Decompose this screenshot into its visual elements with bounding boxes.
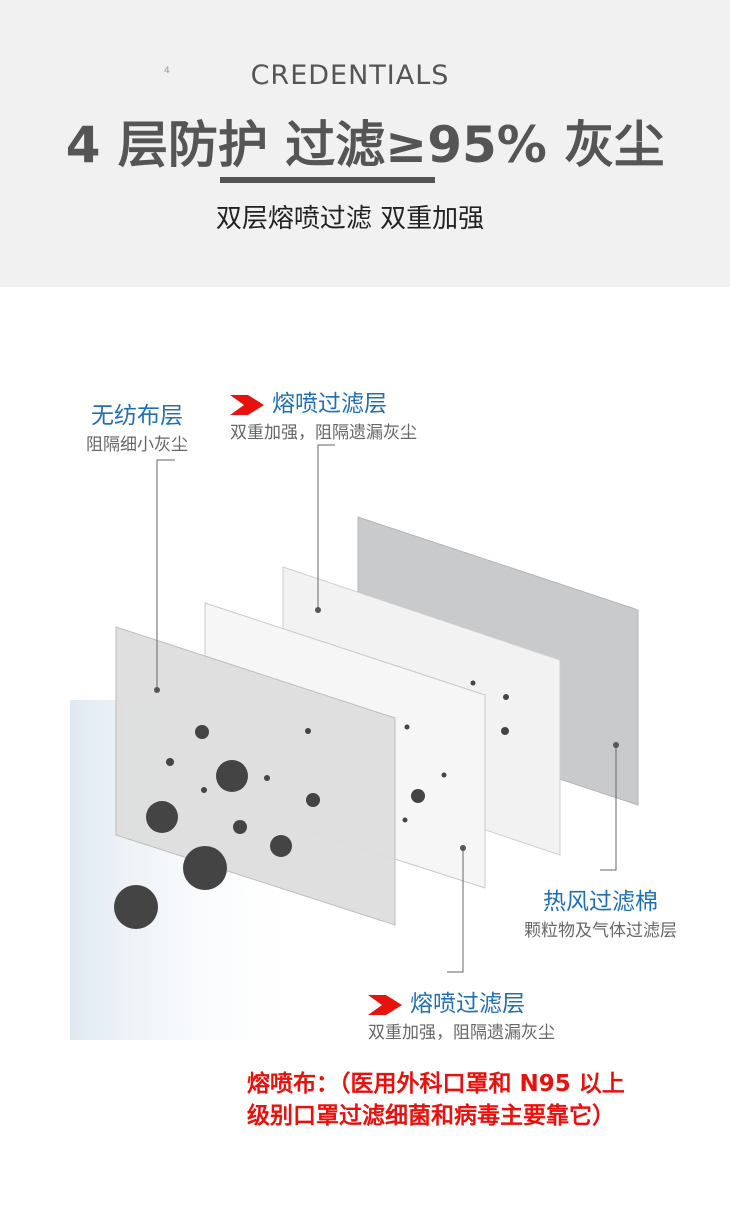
layer-nonwoven (115, 626, 396, 926)
filter-layers-diagram (70, 444, 639, 1040)
label-desc: 阻隔细小灰尘 (86, 435, 188, 455)
label-title: 无纺布层 (91, 403, 183, 429)
label-desc: 双重加强，阻隔遗漏灰尘 (368, 1023, 555, 1043)
label-hot-air: 热风过滤棉 颗粒物及气体过滤层 (524, 882, 677, 941)
red-arrow-icon (368, 994, 402, 1015)
leader-lines (156, 444, 617, 973)
label-desc: 双重加强，阻隔遗漏灰尘 (230, 423, 417, 443)
subtitle: 双层熔喷过滤 双重加强 (215, 204, 485, 234)
label-title: 熔喷过滤层 (272, 391, 387, 417)
eyebrow-text: CREDENTIALS (250, 60, 450, 91)
title-underline (220, 177, 435, 183)
header-banner (0, 0, 730, 287)
page-title: 4 层防护 过滤≥95% 灰尘 (65, 116, 665, 174)
label-meltblown-top: 熔喷过滤层 双重加强，阻隔遗漏灰尘 (230, 384, 417, 443)
label-desc: 颗粒物及气体过滤层 (524, 921, 677, 941)
red-arrow-icon (230, 394, 264, 415)
label-meltblown-bottom: 熔喷过滤层 双重加强，阻隔遗漏灰尘 (368, 984, 555, 1043)
label-title: 熔喷过滤层 (410, 991, 525, 1017)
note-line-1: 熔喷布：（医用外科口罩和 N95 以上 (247, 1071, 625, 1097)
label-title: 热风过滤棉 (543, 889, 658, 915)
dust-particles (114, 680, 509, 929)
note-line-2: 级别口罩过滤细菌和病毒主要靠它） (247, 1103, 615, 1129)
small-number: 4 (164, 66, 170, 76)
label-nonwoven: 无纺布层 阻隔细小灰尘 (86, 396, 188, 455)
